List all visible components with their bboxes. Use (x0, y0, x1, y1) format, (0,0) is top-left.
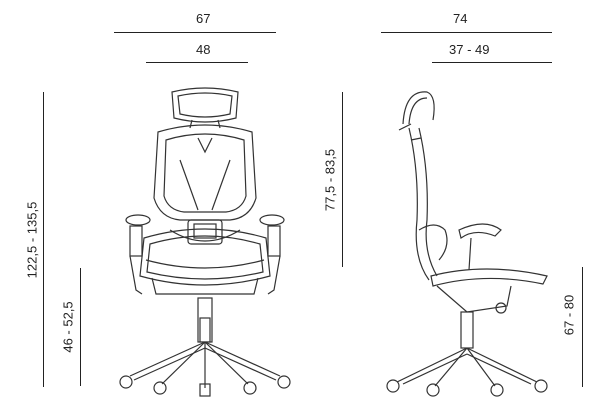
chair-side-view (386, 91, 548, 397)
backrest-height-line (342, 92, 343, 267)
side-seat-depth-line (432, 62, 552, 63)
seat-height-side-line (582, 267, 583, 387)
front-total-width-label: 67 (196, 11, 211, 26)
side-seat-depth-label: 37 - 49 (449, 42, 490, 57)
seat-height-front-label: 46 - 52,5 (60, 301, 76, 353)
chair-front-view (119, 87, 291, 397)
front-total-width-line (114, 32, 276, 33)
front-seat-width-line (146, 62, 248, 63)
side-total-depth-label: 74 (453, 11, 468, 26)
front-seat-width-label: 48 (196, 42, 211, 57)
side-total-depth-line (381, 32, 552, 33)
total-height-line (43, 92, 44, 387)
total-height-label: 122,5 - 135,5 (24, 201, 40, 279)
backrest-height-label: 77,5 - 83,5 (322, 148, 338, 212)
seat-height-front-line (80, 268, 81, 386)
